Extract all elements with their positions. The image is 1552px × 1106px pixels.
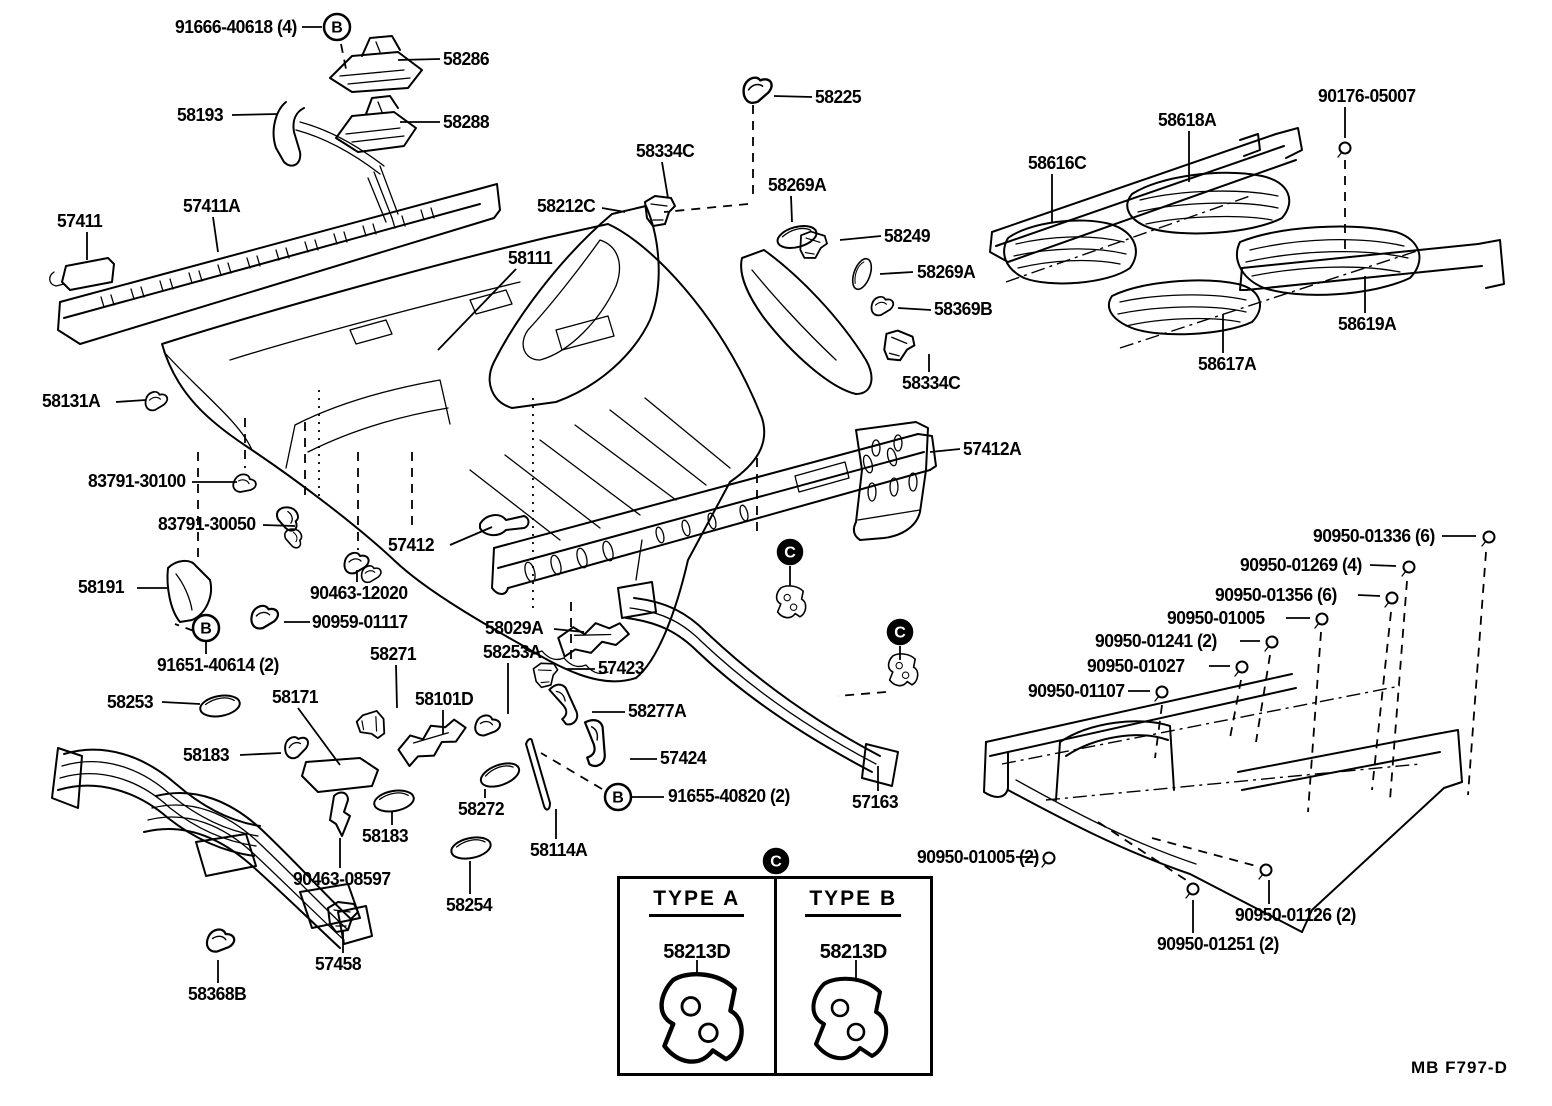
dashed-leader-line [1151,837,1257,867]
marker-dashed-line [174,623,195,632]
type-a-part-number: 58213D [663,941,731,963]
type-b-cell: TYPE B 58213D [777,879,931,1073]
front-crossmember-art [51,747,373,949]
leader-line [239,752,282,756]
leader-line [449,526,493,546]
dashed-leader-line [1154,704,1163,759]
rear-floor-upper-art [989,127,1505,349]
leader-line [397,58,441,61]
leader-line [839,235,882,241]
crossmember-57411a-art [57,183,501,345]
dashed-leader-line [1389,580,1408,801]
leader-line [212,216,219,253]
leader-line [161,701,201,705]
leader-line [1369,564,1397,567]
leader-line [395,664,398,709]
dashed-leader-line [1467,551,1487,796]
svg-text:C: C [894,625,906,642]
grommet-icon [1481,530,1496,547]
leader-line [262,524,296,527]
svg-text:C: C [784,545,796,562]
leader-line [601,207,626,213]
grommet-icon [1154,685,1169,702]
svg-text:B: B [612,790,624,807]
circled-b-marker: B [603,782,633,812]
brace-57163-art [617,581,899,787]
type-b-part-number: 58213D [819,941,888,963]
svg-text:B: B [331,20,343,37]
grommet-icon [1185,882,1200,899]
leader-line [773,95,813,98]
circled-c-marker: C [886,618,914,646]
type-b-title: TYPE B [805,887,902,917]
type-inset-box: TYPE A 58213D TYPE B 58213D [617,876,933,1076]
clip-58213d-type-b-art [811,976,889,1061]
brace-58212c-art [488,205,873,409]
grommet-icon [1314,612,1329,629]
dashed-leader-line [1255,654,1271,743]
marker-dashed-line [340,43,348,75]
svg-text:B: B [200,621,212,638]
rear-floor-lower-art [983,673,1463,933]
grommet-icon [1337,141,1352,158]
shift-boot-58288-art [335,95,417,153]
dashed-leader-line [1229,679,1242,739]
marker-dashed-line [837,691,887,697]
circled-b-marker: B [322,12,352,42]
leader-line [297,707,341,766]
leader-line [437,268,517,351]
leader-line [879,271,914,275]
dashed-leader-line [1097,821,1187,881]
construction-dashed-line [663,203,749,213]
leader-line [929,448,961,453]
shift-boot-58286-art [329,35,423,93]
small-parts-art [144,73,919,956]
grommet-icon [1041,851,1056,868]
leader-line [661,161,669,199]
leader-line [115,399,147,403]
dashed-leader-line [1371,611,1392,791]
circled-c-marker: C [776,538,804,566]
bracket-57412a-art [852,421,929,541]
svg-text:C: C [770,854,782,871]
grommet-icon [1234,660,1249,677]
grommet-icon [1384,591,1399,608]
dashed-leader-line [1307,631,1322,813]
leader-line [553,628,585,633]
leader-line [790,195,793,223]
panel-57412-art [479,433,937,595]
circled-b-marker: B [191,613,221,643]
grommet-icon [1258,863,1273,880]
bracket-58193-art [272,101,399,223]
grommet-icon [1401,560,1416,577]
type-a-cell: TYPE A 58213D [620,879,777,1073]
type-a-title: TYPE A [649,887,745,917]
leader-line [897,307,932,311]
leader-line [231,113,279,116]
grommet-icon [1264,635,1279,652]
floor-pan-58111-art [161,223,766,683]
part-57411-art [49,257,115,291]
drawing-code: MB F797-D [1411,1058,1508,1077]
dashed-leader-line [540,752,603,790]
leader-line [1357,594,1381,597]
clip-58213d-type-a-art [662,974,742,1061]
circled-c-marker: C [762,847,790,875]
